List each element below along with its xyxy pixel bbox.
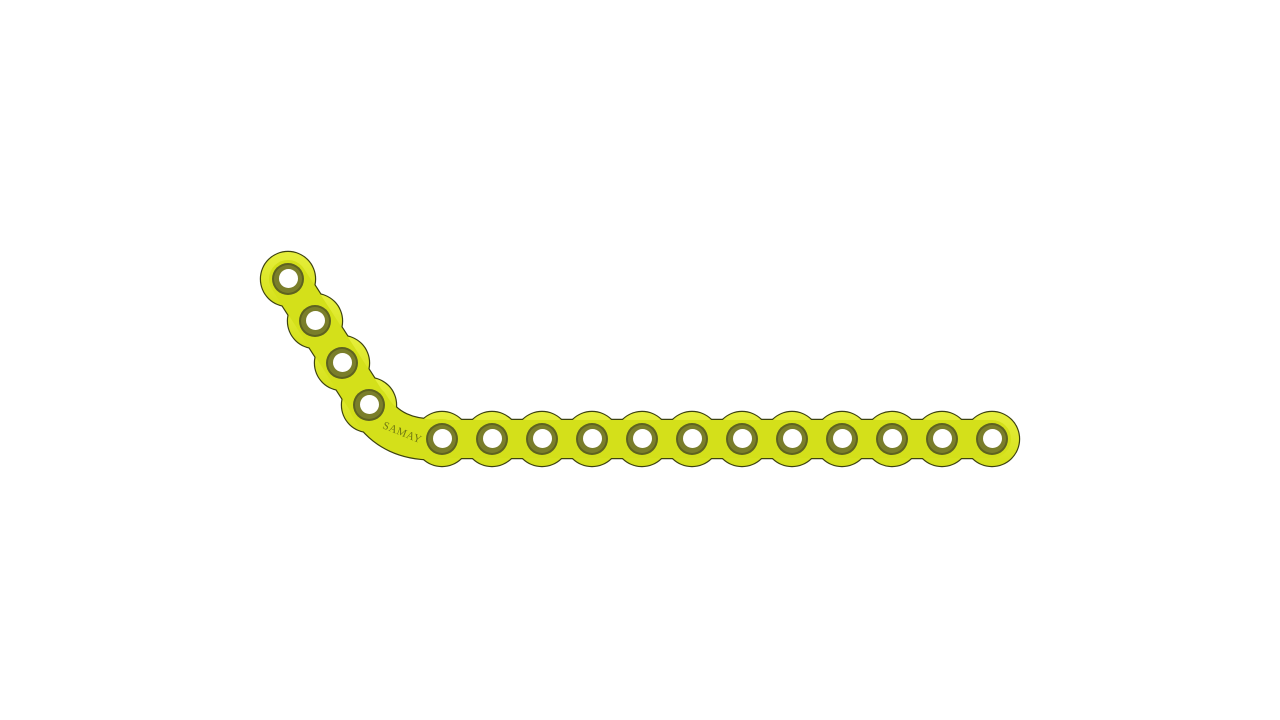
hole: [783, 429, 802, 448]
hole: [533, 429, 552, 448]
hole: [933, 429, 952, 448]
plate-holes: [272, 263, 1008, 455]
hole: [279, 269, 298, 288]
hole: [360, 395, 379, 414]
hole: [433, 429, 452, 448]
hole: [683, 429, 702, 448]
hole: [483, 429, 502, 448]
hole: [633, 429, 652, 448]
hole: [983, 429, 1002, 448]
hole: [733, 429, 752, 448]
hole: [833, 429, 852, 448]
hole: [883, 429, 902, 448]
hole: [583, 429, 602, 448]
hole: [333, 353, 352, 372]
hole: [306, 311, 325, 330]
